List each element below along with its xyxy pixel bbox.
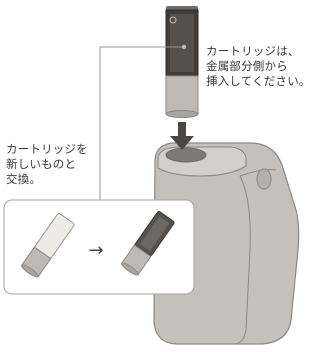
- new-cartridge: [121, 211, 175, 276]
- top-cartridge: [165, 6, 199, 118]
- guide-line: [99, 46, 182, 200]
- replace-instruction-text: カートリッジを 新しいものと 交換。: [6, 142, 88, 186]
- arrow-right-icon: →: [88, 240, 103, 261]
- insert-instruction-text: カートリッジは、 金属部分側から 挿入してください。: [206, 44, 311, 88]
- down-arrow-icon: [170, 122, 194, 150]
- device-body: [153, 142, 300, 345]
- old-cartridge: [21, 213, 75, 278]
